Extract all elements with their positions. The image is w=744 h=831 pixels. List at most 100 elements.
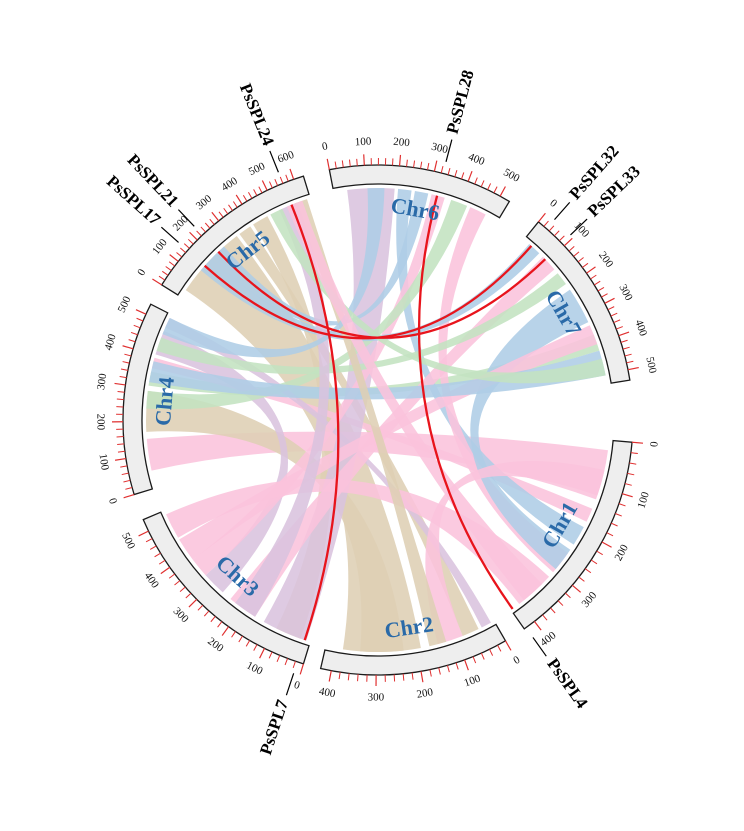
scale-tick — [115, 383, 126, 385]
scale-tick — [569, 246, 574, 251]
scale-tick — [456, 663, 458, 670]
scale-tick — [597, 551, 603, 555]
scale-tick — [582, 263, 588, 267]
scale-tick — [269, 652, 272, 658]
tick-label: 300 — [580, 589, 600, 610]
scale-tick — [131, 332, 138, 334]
scale-tick — [616, 327, 623, 329]
scale-tick — [169, 262, 175, 266]
scale-tick — [543, 615, 548, 620]
scale-tick — [357, 159, 358, 166]
scale-tick — [349, 160, 350, 167]
synteny-ribbons — [146, 188, 608, 652]
scale-tick — [136, 310, 146, 315]
tick-label: 300 — [171, 605, 191, 626]
scale-tick — [614, 320, 620, 323]
tick-label: 100 — [636, 490, 652, 510]
scale-tick — [184, 244, 189, 249]
scale-tick — [455, 170, 457, 177]
scale-tick — [277, 655, 280, 661]
scale-tick — [275, 179, 278, 185]
tick-label: 500 — [247, 160, 268, 178]
scale-tick — [623, 347, 630, 349]
scale-tick — [123, 480, 130, 482]
scale-tick — [155, 553, 161, 557]
gene-marker-line — [554, 202, 569, 219]
scale-tick — [125, 487, 132, 489]
tick-label: 200 — [596, 249, 616, 270]
scale-tick — [174, 581, 179, 585]
scale-tick — [189, 599, 197, 607]
tick-label: 0 — [547, 197, 559, 210]
tick-label: 200 — [94, 414, 106, 431]
scale-tick — [118, 391, 125, 392]
scale-tick — [150, 546, 156, 549]
scale-tick — [607, 533, 613, 536]
scale-tick — [122, 473, 129, 474]
scale-tick — [364, 154, 365, 165]
scale-tick — [611, 313, 617, 316]
scale-tick — [481, 180, 484, 186]
tick-label: 400 — [538, 629, 559, 649]
scale-tick — [619, 332, 629, 336]
scale-tick — [162, 271, 168, 275]
scale-tick — [615, 513, 622, 516]
scale-tick — [117, 444, 124, 445]
scale-tick — [564, 238, 572, 246]
scale-tick — [427, 163, 428, 170]
scale-tick — [601, 294, 607, 297]
tick-label: 300 — [430, 141, 449, 156]
scale-tick — [629, 463, 636, 464]
tick-label: 500 — [643, 356, 658, 375]
scale-tick — [448, 168, 450, 175]
scale-tick — [224, 208, 228, 214]
tick-label: 600 — [276, 149, 296, 166]
gene-label: PsSPL28 — [443, 68, 478, 136]
scale-tick — [290, 169, 294, 179]
scale-tick — [285, 658, 287, 665]
scale-tick — [621, 340, 628, 342]
tick-label: 0 — [511, 654, 522, 667]
scale-tick — [280, 177, 283, 183]
scale-tick — [180, 248, 185, 253]
scale-tick — [421, 162, 422, 169]
tick-label: 400 — [103, 332, 119, 352]
scale-tick — [574, 252, 579, 256]
tick-label: 500 — [116, 294, 134, 314]
tick-label: 100 — [571, 220, 591, 241]
scale-tick — [605, 298, 615, 303]
scale-tick — [327, 159, 329, 170]
scale-tick — [594, 281, 600, 285]
scale-tick — [139, 531, 149, 536]
scale-tick — [161, 567, 170, 573]
scale-tick — [579, 577, 585, 581]
scale-tick — [204, 611, 209, 616]
scale-tick — [494, 187, 497, 193]
scale-tick — [166, 266, 172, 270]
scale-tick — [622, 494, 633, 497]
tick-label: 400 — [318, 685, 337, 700]
scale-tick — [118, 451, 125, 452]
scale-tick — [186, 593, 191, 598]
scale-tick — [218, 622, 222, 628]
scale-tick — [421, 671, 423, 682]
scale-tick — [439, 668, 441, 675]
scale-tick — [412, 673, 413, 680]
scale-tick — [243, 195, 247, 201]
tick-label: 300 — [95, 372, 109, 390]
scale-tick — [608, 307, 614, 310]
tick-label: 100 — [150, 236, 170, 257]
scale-tick — [248, 192, 251, 198]
tick-label: 200 — [171, 213, 191, 234]
scale-tick — [632, 442, 643, 443]
scale-tick — [559, 236, 564, 241]
tick-label: 400 — [219, 175, 240, 194]
scale-tick — [631, 453, 638, 454]
scale-tick — [170, 255, 179, 262]
tick-label: 300 — [617, 283, 635, 304]
scale-tick — [586, 267, 595, 273]
tick-label: 0 — [292, 679, 301, 692]
tick-label: 200 — [416, 686, 435, 701]
scale-tick — [188, 239, 193, 244]
